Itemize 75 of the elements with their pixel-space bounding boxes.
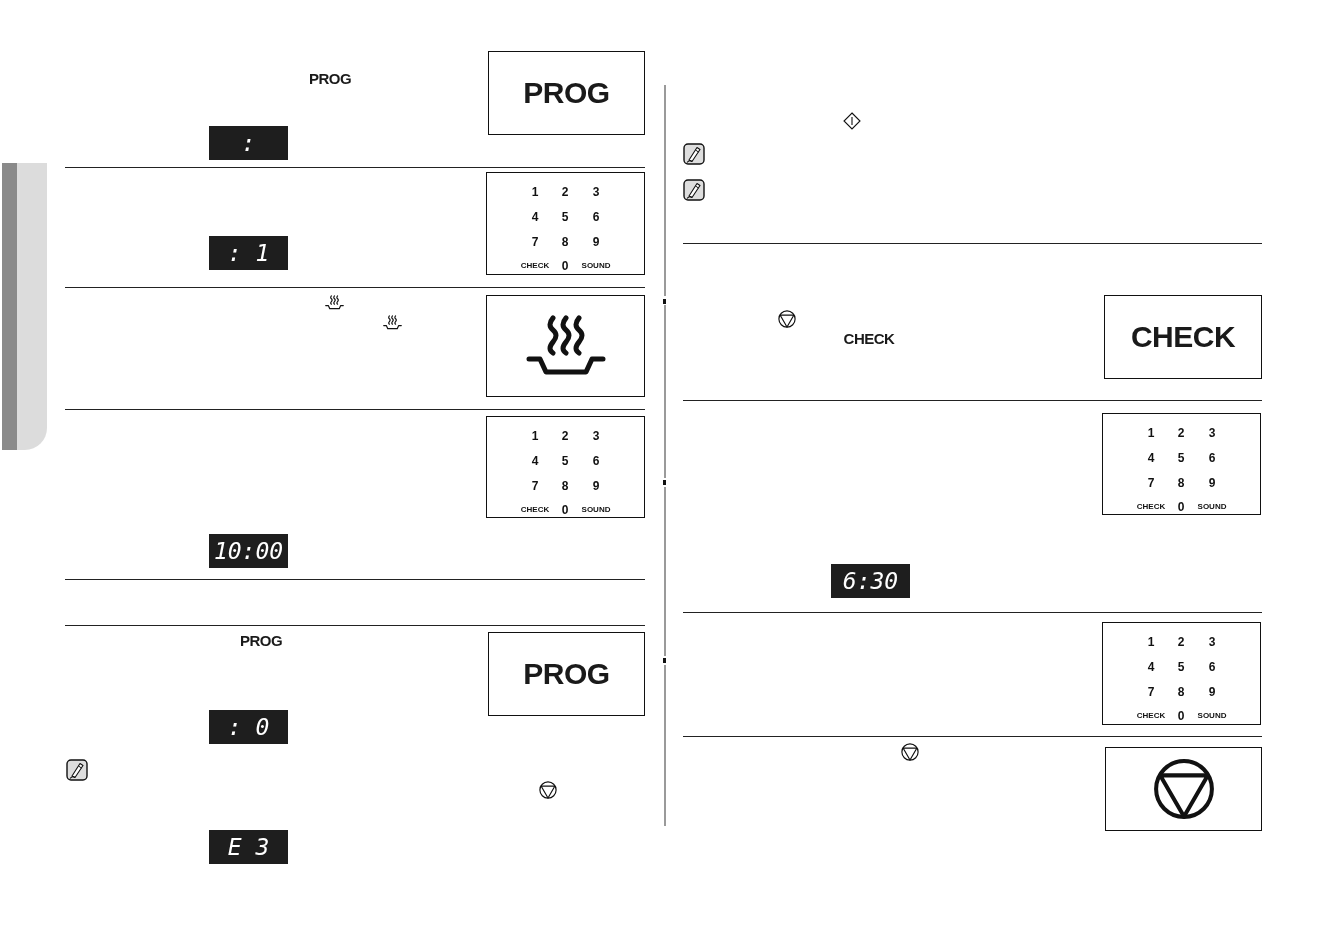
key-label: SOUND	[581, 262, 611, 270]
display-readout: : 0	[227, 714, 270, 740]
key-label: 1	[1147, 636, 1155, 648]
section-tab	[2, 163, 47, 450]
led-display	[209, 126, 288, 160]
key-panel	[486, 295, 645, 397]
key-label: 2	[1177, 427, 1185, 439]
key-label: 3	[1208, 427, 1216, 439]
key-label: 9	[592, 480, 600, 492]
key-label: 1	[1147, 427, 1155, 439]
key-label: 7	[1147, 686, 1155, 698]
key-label: 6	[1208, 661, 1216, 673]
key-label: SOUND	[1197, 503, 1227, 511]
led-display	[209, 830, 288, 864]
display-readout: E 3	[227, 834, 270, 860]
key-label: 0	[561, 260, 569, 272]
key-label: 6	[592, 455, 600, 467]
key-label: CHECK	[520, 506, 550, 514]
keypad-panel	[486, 416, 645, 518]
key-label: 0	[1177, 501, 1185, 513]
inline-key-label: PROG	[308, 71, 352, 87]
key-panel	[488, 51, 645, 135]
keypad-panel	[486, 172, 645, 275]
display-readout: :	[241, 130, 256, 156]
key-label: 5	[1177, 452, 1185, 464]
key-label: CHECK	[1130, 321, 1236, 353]
key-label: SOUND	[1197, 712, 1227, 720]
key-label: 5	[561, 455, 569, 467]
display-readout: 10:00	[213, 538, 284, 564]
key-label: 4	[1147, 452, 1155, 464]
display-readout: : 1	[227, 240, 270, 266]
key-label: CHECK	[1136, 503, 1166, 511]
inline-key-label: PROG	[239, 633, 283, 649]
key-label: PROG	[523, 658, 610, 690]
key-label: 8	[1177, 686, 1185, 698]
key-label: 7	[531, 480, 539, 492]
key-label: CHECK	[1136, 712, 1166, 720]
led-display	[209, 710, 288, 744]
key-label: 6	[592, 211, 600, 223]
key-panel	[1105, 747, 1262, 831]
key-label: 9	[592, 236, 600, 248]
key-label: 5	[1177, 661, 1185, 673]
led-display	[831, 564, 910, 598]
key-label: CHECK	[520, 262, 550, 270]
key-label: 8	[1177, 477, 1185, 489]
key-label: 3	[592, 430, 600, 442]
key-panel	[488, 632, 645, 716]
key-label: PROG	[523, 77, 610, 109]
key-label: 1	[531, 186, 539, 198]
key-label: 2	[1177, 636, 1185, 648]
key-label: 3	[592, 186, 600, 198]
key-label: SOUND	[581, 506, 611, 514]
key-label: 4	[531, 455, 539, 467]
key-label: 1	[531, 430, 539, 442]
key-label: 0	[1177, 710, 1185, 722]
key-label: 7	[1147, 477, 1155, 489]
keypad-panel	[1102, 622, 1261, 725]
key-label: 8	[561, 480, 569, 492]
keypad-panel	[1102, 413, 1261, 515]
key-panel	[1104, 295, 1262, 379]
key-label: 4	[531, 211, 539, 223]
led-display	[209, 236, 288, 270]
key-label: 2	[561, 430, 569, 442]
key-label: 3	[1208, 636, 1216, 648]
display-readout: 6:30	[842, 568, 899, 594]
key-label: 7	[531, 236, 539, 248]
key-label: 6	[1208, 452, 1216, 464]
key-label: 2	[561, 186, 569, 198]
key-label: 8	[561, 236, 569, 248]
key-label: 0	[561, 504, 569, 516]
inline-key-label: CHECK	[843, 331, 895, 347]
key-label: 5	[561, 211, 569, 223]
key-label: 9	[1208, 477, 1216, 489]
key-label: 9	[1208, 686, 1216, 698]
key-label: 4	[1147, 661, 1155, 673]
